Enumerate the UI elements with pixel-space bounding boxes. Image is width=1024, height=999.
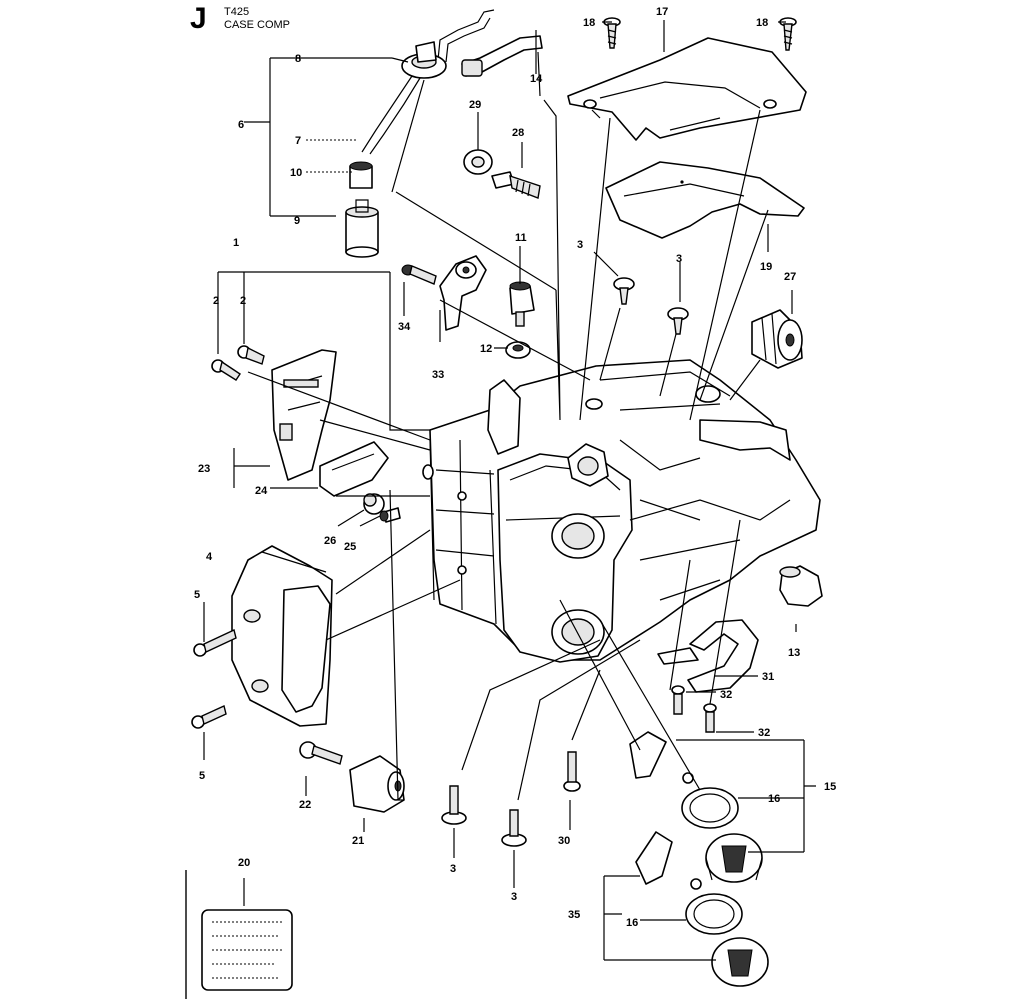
seal-ring-16-lower	[685, 893, 743, 935]
top-cover-17	[567, 37, 807, 141]
callout-label: 27	[784, 271, 796, 283]
screw-18-right	[779, 17, 797, 51]
callout-label: 4	[206, 551, 213, 563]
section-letter: J	[190, 2, 207, 35]
callout-label: 32	[758, 727, 770, 739]
bracket-31	[657, 619, 759, 693]
callout-label: 21	[352, 835, 364, 847]
callout-label: 20	[238, 857, 250, 869]
screw-34	[401, 264, 437, 285]
screw-3-upper-b	[667, 307, 689, 335]
callout-label: 3	[511, 891, 517, 903]
screw-32-a	[671, 685, 685, 715]
model-name: T425	[224, 6, 250, 18]
callout-label: 24	[255, 485, 268, 497]
air-filter-19	[605, 161, 805, 239]
callout-label: 34	[398, 321, 411, 333]
callout-label: 10	[290, 167, 302, 179]
callout-label: 5	[194, 589, 200, 601]
callout-label: 2	[213, 295, 219, 307]
plate-23	[271, 349, 337, 481]
callout-label: 32	[720, 689, 732, 701]
bolt-28	[491, 171, 541, 199]
screw-5-lower	[191, 705, 227, 729]
damper-27	[751, 309, 803, 369]
callout-label: 31	[762, 671, 774, 683]
screw-3-lower-a	[441, 785, 467, 825]
callout-label: 11	[515, 232, 527, 244]
screw-3-upper-a	[613, 277, 635, 305]
callout-label: 9	[294, 215, 300, 227]
screw-30	[563, 751, 581, 792]
pin-25	[379, 507, 401, 523]
fuel-hose-14	[437, 9, 543, 77]
callout-label: 3	[450, 863, 456, 875]
screw-2-right	[237, 345, 265, 365]
callout-label: 16	[768, 793, 780, 805]
bracket-24	[319, 441, 389, 497]
screw-2-left	[211, 359, 241, 381]
callout-label: 35	[568, 909, 580, 921]
cover-4	[231, 545, 333, 727]
callout-label: 7	[295, 135, 301, 147]
callout-label: 25	[344, 541, 356, 553]
seal-29	[463, 149, 493, 175]
callout-label: 1	[233, 237, 239, 249]
lever-33	[439, 255, 487, 331]
callout-label: 19	[760, 261, 772, 273]
callout-label: 3	[577, 239, 583, 251]
callout-label: 5	[199, 770, 205, 782]
diagram-title: CASE COMP	[224, 19, 291, 31]
callout-label: 17	[656, 6, 668, 18]
fuel-cap-15	[705, 833, 763, 883]
plug-13	[779, 565, 823, 607]
callout-label: 3	[676, 253, 682, 265]
callout-label: 28	[512, 127, 524, 139]
screw-5-upper	[193, 629, 237, 657]
grommet-12	[505, 341, 531, 359]
callout-label: 6	[238, 119, 244, 131]
oil-cap-35	[711, 937, 769, 987]
screw-22	[299, 741, 343, 765]
decal-20	[201, 909, 293, 991]
callout-label: 23	[198, 463, 210, 475]
callout-labels: 1 2 2 3 3 3 3 4 5 5 6 7 8 9 10 11 12 13 …	[194, 6, 836, 929]
callout-label: 30	[558, 835, 570, 847]
callout-label: 26	[324, 535, 336, 547]
crankcase-main	[422, 359, 821, 663]
knob-11	[509, 281, 535, 327]
callout-label: 2	[240, 295, 246, 307]
cap-holder-35	[635, 831, 702, 890]
fuel-filter-9	[345, 199, 379, 258]
callout-label: 22	[299, 799, 311, 811]
callout-label: 15	[824, 781, 836, 793]
callout-label: 8	[295, 53, 301, 65]
callout-label: 13	[788, 647, 800, 659]
fitting-10	[349, 161, 373, 189]
grommet-8	[401, 41, 447, 79]
callout-label: 16	[626, 917, 638, 929]
callout-label: 12	[480, 343, 492, 355]
screw-32-b	[703, 703, 717, 733]
bushing-26	[363, 493, 385, 515]
callout-label: 14	[530, 73, 543, 85]
callout-label: 33	[432, 369, 444, 381]
callout-label: 18	[756, 17, 768, 29]
callout-label: 29	[469, 99, 481, 111]
fuel-line-7	[361, 75, 421, 155]
leader-lines	[203, 20, 816, 961]
screw-3-lower-b	[501, 809, 527, 847]
callout-label: 18	[583, 17, 595, 29]
bumper-21	[349, 755, 405, 813]
seal-ring-16-upper	[681, 787, 739, 829]
